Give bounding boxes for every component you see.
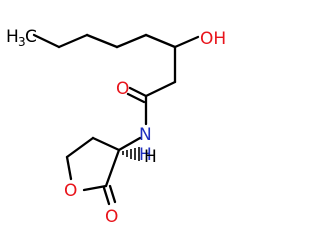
bond-ring-c4-c5 bbox=[65, 136, 95, 159]
bond-lactone-c-o-b bbox=[108, 184, 117, 204]
bond-lactone-c-o-a bbox=[102, 186, 111, 206]
bond-c6-c5 bbox=[85, 33, 119, 49]
bond-ring-c3-c4 bbox=[91, 136, 121, 152]
methyl-label-c: C bbox=[25, 27, 37, 47]
bond-c1-o-double-a bbox=[128, 86, 148, 98]
bond-c1-o-double-b bbox=[126, 92, 146, 104]
bond-ring-c2-c3 bbox=[104, 148, 121, 188]
bond-c3-oh bbox=[173, 35, 200, 49]
bond-c4-c3 bbox=[144, 33, 177, 49]
stereo-hashed-bond bbox=[122, 147, 140, 161]
lactone-carbonyl-oxygen-label: O bbox=[105, 207, 118, 227]
bond-ring-c5-o bbox=[65, 155, 73, 181]
bond-c2-c1 bbox=[144, 80, 177, 98]
methyl-label-subscript: 3 bbox=[18, 35, 26, 49]
stereo-hydrogen-label: H bbox=[144, 147, 157, 167]
hydroxyl-label: OH bbox=[200, 29, 226, 49]
bond-ring-o-c2 bbox=[82, 184, 108, 192]
amide-nitrogen-label: N bbox=[139, 125, 152, 145]
methyl-label-h: H bbox=[6, 27, 19, 47]
molecule-structure-diagram: H 3 C OH O N H O O H bbox=[6, 27, 226, 227]
bond-n-c3ring bbox=[117, 136, 142, 152]
bond-c7-c6 bbox=[57, 33, 89, 49]
ring-oxygen-label: O bbox=[64, 181, 77, 201]
bond-c8-c7 bbox=[32, 33, 61, 49]
bond-c5-c4 bbox=[115, 33, 148, 49]
amide-carbonyl-oxygen-label: O bbox=[116, 79, 129, 99]
amide-hydrogen-label: H bbox=[139, 145, 152, 165]
carbon-skeleton-bonds bbox=[32, 33, 200, 206]
